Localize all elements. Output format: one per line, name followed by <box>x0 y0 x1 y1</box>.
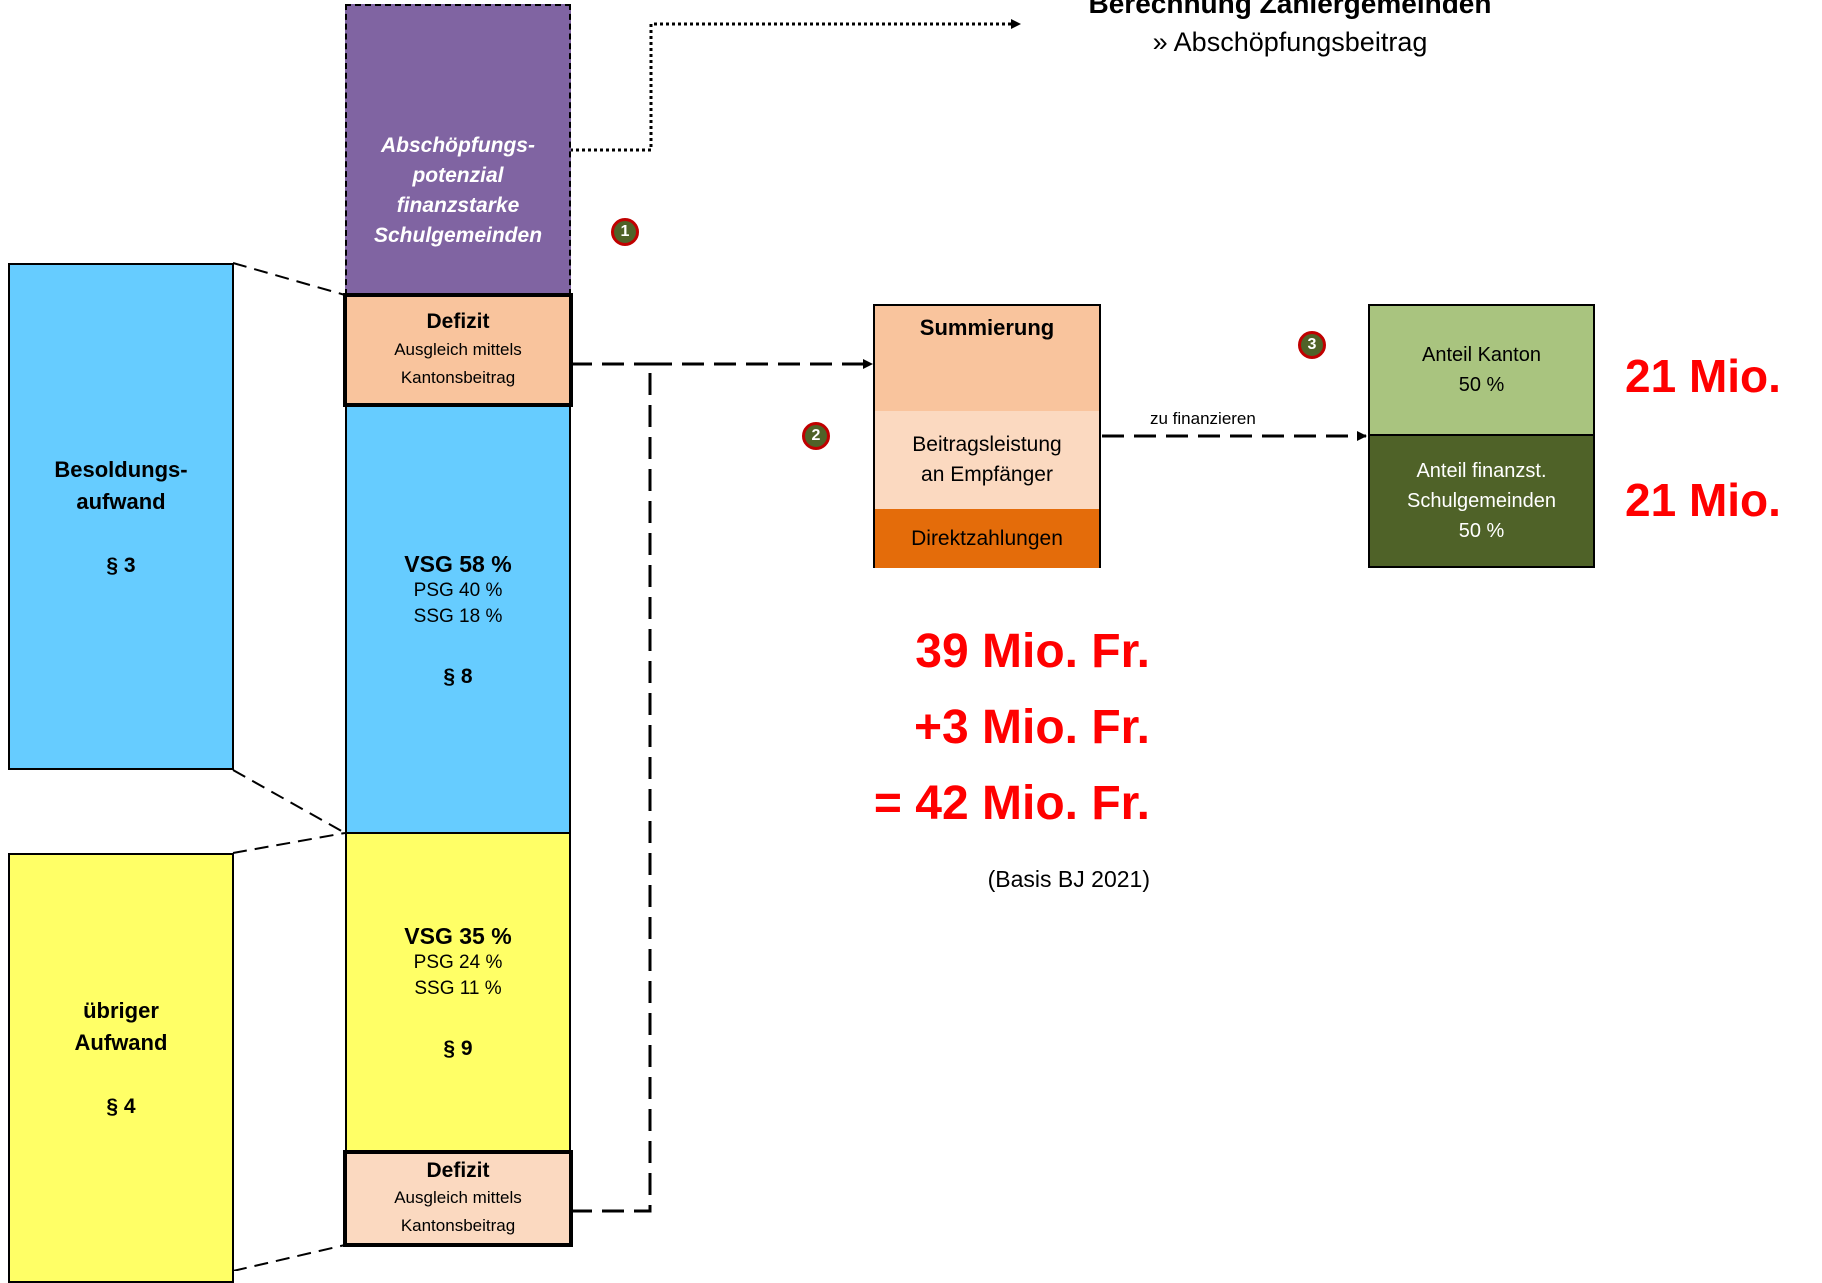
deficit-top-title: Defizit <box>426 310 490 333</box>
summierung-box: Summierung Beitragsleistung an Empfänger… <box>873 304 1101 568</box>
abschoepfungspotenzial-box: Abschöpfungs- potenzial finanzstarke Sch… <box>345 4 571 295</box>
purple-line-3: finanzstarke <box>396 193 520 217</box>
uebriger-aufwand-box: übriger Aufwand § 4 <box>8 853 234 1283</box>
step-badge-1: 1 <box>611 218 639 246</box>
anteil-kanton-line-2: 50 % <box>1458 374 1505 396</box>
summierung-title: Summierung <box>919 315 1055 340</box>
anteil-gemeinden-line-1: Anteil finanzst. <box>1416 460 1547 482</box>
yellow-mid-psg: PSG 24 % <box>413 952 503 973</box>
yellow-mid-title: VSG 35 % <box>404 923 512 949</box>
beitragsleistung-line-1: Beitragsleistung <box>912 433 1062 456</box>
deficit-bottom-line-1: Ausgleich mittels <box>394 1187 522 1207</box>
anteil-gemeinden-box: Anteil finanzst. Schulgemeinden 50 % <box>1368 434 1595 568</box>
beitragsleistung-line-2: an Empfänger <box>921 463 1053 486</box>
amount-gemeinden: 21 Mio. <box>1625 474 1781 526</box>
direktzahlungen-box: Direktzahlungen <box>875 509 1099 568</box>
blue-mid-psg: PSG 40 % <box>413 579 503 601</box>
basis-note: (Basis BJ 2021) <box>987 866 1150 892</box>
dotted-connector <box>570 19 1021 152</box>
anteil-kanton-line-1: Anteil Kanton <box>1422 344 1541 366</box>
top-callout: Berechnung Zahlergemeinden » Abschöpfung… <box>1000 0 1580 78</box>
left-yellow-line-1: übriger <box>83 998 159 1023</box>
sum-calculation: 39 Mio. Fr. +3 Mio. Fr. = 42 Mio. Fr. (B… <box>800 614 1150 894</box>
step-badge-3: 3 <box>1298 331 1326 359</box>
yellow-mid-para: § 9 <box>443 1037 473 1060</box>
deficit-box-top: Defizit Ausgleich mittels Kantonsbeitrag <box>343 293 573 407</box>
yellow-mid-ssg: SSG 11 % <box>414 978 502 999</box>
besoldungsaufwand-box: Besoldungs- aufwand § 3 <box>8 263 234 770</box>
vsg-besoldung-box: VSG 58 % PSG 40 % SSG 18 % § 8 <box>345 407 571 834</box>
sum-total: = 42 Mio. Fr. <box>873 777 1150 830</box>
left-blue-line-2: aufwand <box>76 488 166 514</box>
deficit-top-line-2: Kantonsbeitrag <box>400 368 516 387</box>
purple-line-4: Schulgemeinden <box>373 223 543 247</box>
deficit-top-line-1: Ausgleich mittels <box>394 340 522 359</box>
blue-mid-ssg: SSG 18 % <box>413 605 503 627</box>
anteil-gemeinden-line-2: Schulgemeinden <box>1407 490 1556 512</box>
blue-mid-title: VSG 58 % <box>404 550 512 577</box>
anteil-gemeinden-line-3: 50 % <box>1458 520 1505 542</box>
amount-kanton: 21 Mio. <box>1625 350 1781 402</box>
zoom-line-blue-bottom <box>232 769 346 834</box>
beitragsleistung-box: Beitragsleistung an Empfänger <box>875 411 1099 509</box>
blue-mid-para: § 8 <box>443 664 473 688</box>
zoom-line-yellow-top <box>232 832 346 854</box>
vsg-uebriger-box: VSG 35 % PSG 24 % SSG 11 % § 9 <box>345 832 571 1152</box>
zu-finanzieren-label: zu finanzieren <box>1150 409 1256 428</box>
deficit-box-bottom: Defizit Ausgleich mittels Kantonsbeitrag <box>343 1150 573 1247</box>
left-blue-line-1: Besoldungs- <box>54 456 188 482</box>
purple-line-2: potenzial <box>412 163 504 187</box>
callout-subtitle: » Abschöpfungsbeitrag <box>1152 27 1428 57</box>
deficit-connector-bottom <box>570 364 652 1213</box>
left-yellow-line-2: Aufwand <box>74 1030 168 1055</box>
callout-title: Berechnung Zahlergemeinden <box>1088 0 1492 19</box>
sum-line-1: 39 Mio. Fr. <box>915 625 1150 678</box>
sum-line-2: +3 Mio. Fr. <box>913 701 1150 754</box>
direktzahlungen-label: Direktzahlungen <box>911 526 1063 550</box>
zoom-line-blue-top <box>232 262 346 296</box>
zoom-line-yellow-bottom <box>232 1244 346 1271</box>
deficit-bottom-line-2: Kantonsbeitrag <box>400 1215 516 1235</box>
anteil-kanton-box: Anteil Kanton 50 % <box>1368 304 1595 436</box>
summierung-header: Summierung <box>875 306 1099 411</box>
step-badge-2: 2 <box>802 422 830 450</box>
deficit-bottom-title: Defizit <box>426 1158 490 1182</box>
left-yellow-para: § 4 <box>106 1095 136 1118</box>
purple-line-1: Abschöpfungs- <box>381 133 535 157</box>
left-blue-para: § 3 <box>106 553 136 577</box>
